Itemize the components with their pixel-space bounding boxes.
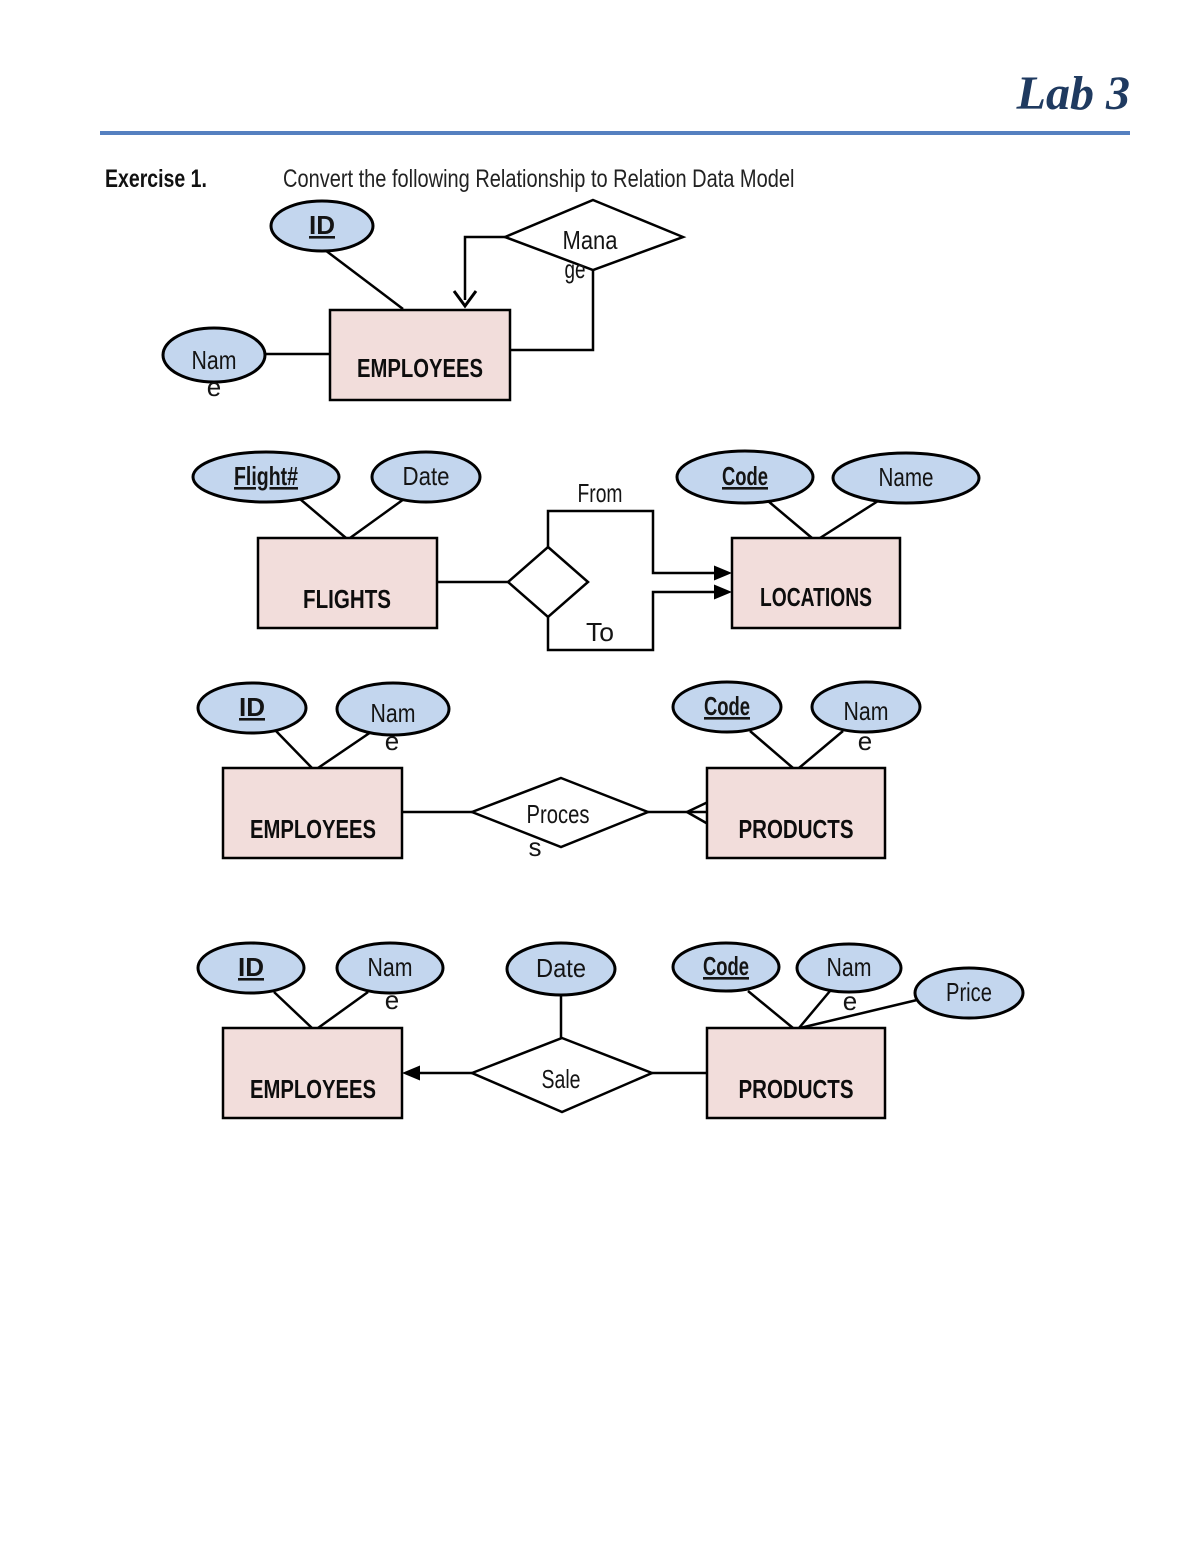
to-arrowhead-icon	[714, 584, 732, 600]
name2-attribute-label-overflow: e	[858, 726, 872, 756]
code-attribute-label: Code	[703, 951, 749, 981]
flights-locations-relationship-diamond	[506, 545, 590, 619]
code-attribute-label: Code	[722, 461, 768, 491]
name-to-products-connector	[798, 730, 844, 769]
date-attribute-ellipse	[505, 941, 617, 997]
title-rule	[100, 131, 1130, 135]
locations-entity	[730, 536, 902, 630]
employees-entity-label: EMPLOYEES	[357, 353, 483, 383]
price-attribute-label: Price	[946, 977, 992, 1007]
name-attribute-label-overflow: e	[385, 985, 399, 1015]
products-entity	[705, 1026, 887, 1120]
employees-entity-label: EMPLOYEES	[250, 814, 376, 844]
name-attribute-label-overflow: e	[207, 372, 221, 402]
name2-attribute-ellipse	[795, 942, 903, 994]
name-attribute-ellipse	[161, 326, 267, 384]
date-to-flights-connector	[349, 497, 405, 540]
flightno-attribute-ellipse	[191, 450, 341, 504]
sale-relationship-label: Sale	[542, 1064, 581, 1094]
code-to-products-connector	[747, 990, 794, 1029]
code-attribute-ellipse	[671, 680, 783, 734]
crowfoot-lower-prong-icon	[686, 810, 709, 826]
process-relationship-diamond	[468, 776, 652, 849]
exercise-instruction: Convert the following Relationship to Re…	[283, 165, 795, 193]
code-to-products-connector	[749, 730, 794, 769]
from-arrowhead-icon	[714, 565, 732, 581]
manage-relationship-diamond	[501, 198, 687, 272]
name-to-employees-connector	[317, 990, 369, 1030]
flights-entity-label: FLIGHTS	[303, 584, 391, 614]
diagram-manage: ID Nam e Mana ge EMPLOYEES	[161, 198, 687, 402]
id-to-employees-connector	[273, 991, 313, 1029]
name-attribute-label: Nam	[371, 698, 416, 728]
name2-attribute-label: Nam	[827, 952, 872, 982]
crowfoot-upper-prong-icon	[686, 800, 709, 814]
id-attribute-ellipse	[269, 199, 375, 253]
name-attribute-ellipse	[335, 681, 451, 737]
employees-entity	[221, 1026, 404, 1120]
page-title: Lab 3	[1016, 67, 1130, 120]
code-attribute-ellipse	[675, 449, 815, 505]
employees-entity	[221, 766, 404, 860]
id-attribute-ellipse	[196, 941, 306, 995]
name-attribute-ellipse	[831, 451, 981, 505]
to-connector	[546, 590, 718, 652]
name-attribute-label: Nam	[192, 345, 237, 375]
open-arrowhead-icon	[452, 290, 478, 309]
flightno-to-flights-connector	[299, 498, 347, 539]
products-entity-label: PRODUCTS	[739, 1074, 854, 1104]
id-attribute-label: ID	[238, 952, 264, 982]
name2-attribute-label-overflow: e	[843, 986, 857, 1016]
name-attribute-ellipse	[335, 941, 445, 995]
name-to-employees-connector	[317, 730, 372, 770]
manage-relationship-label-overflow: ge	[565, 254, 586, 284]
name-attribute-label: Name	[879, 462, 934, 492]
id-attribute-label: ID	[239, 692, 265, 722]
name-to-products-connector	[798, 990, 831, 1029]
manage-to-employees-arrow-connector	[463, 235, 505, 300]
date-attribute-ellipse	[370, 450, 482, 504]
name2-attribute-label: Nam	[844, 696, 889, 726]
flights-entity	[256, 536, 439, 630]
date-attribute-label: Date	[403, 461, 450, 491]
employees-entity	[328, 308, 512, 402]
id-to-employees-connector	[275, 730, 313, 769]
name-to-locations-connector	[819, 499, 879, 540]
to-role-label: To	[586, 617, 614, 647]
date-attribute-label: Date	[536, 953, 586, 983]
from-role-label: From	[578, 478, 623, 508]
code-to-locations-connector	[767, 500, 813, 539]
name-attribute-label: Nam	[368, 952, 413, 982]
price-attribute-ellipse	[913, 966, 1025, 1020]
products-entity	[705, 766, 887, 860]
name2-attribute-ellipse	[810, 680, 922, 734]
diagram-flights-locations: Flight# Date Code Name From To FLIGHTS L…	[191, 449, 981, 652]
products-entity-label: PRODUCTS	[739, 814, 854, 844]
code-attribute-label: Code	[704, 691, 750, 721]
employees-to-manage-connector	[510, 270, 595, 352]
diagram-process: ID Nam e Code Nam e Proces s EMPLOYEES P…	[196, 680, 922, 862]
sale-arrowhead-icon	[402, 1065, 420, 1081]
process-relationship-label-overflow: s	[529, 832, 542, 862]
diagram-sale: ID Nam e Date Code Nam e Price Sale EMPL…	[196, 941, 1025, 1120]
name-attribute-label-overflow: e	[385, 726, 399, 756]
sale-relationship-diamond	[468, 1036, 656, 1114]
from-connector	[546, 509, 718, 575]
price-to-products-connector	[799, 998, 918, 1030]
locations-entity-label: LOCATIONS	[760, 582, 872, 612]
flightno-attribute-label: Flight#	[234, 461, 298, 491]
employees-entity-label: EMPLOYEES	[250, 1074, 376, 1104]
code-attribute-ellipse	[671, 941, 781, 993]
process-relationship-label: Proces	[527, 799, 590, 829]
manage-relationship-label: Mana	[563, 225, 618, 255]
exercise-label: Exercise 1.	[105, 165, 207, 193]
id-to-employees-connector	[324, 249, 404, 310]
id-attribute-label: ID	[309, 210, 335, 240]
id-attribute-ellipse	[196, 681, 308, 735]
